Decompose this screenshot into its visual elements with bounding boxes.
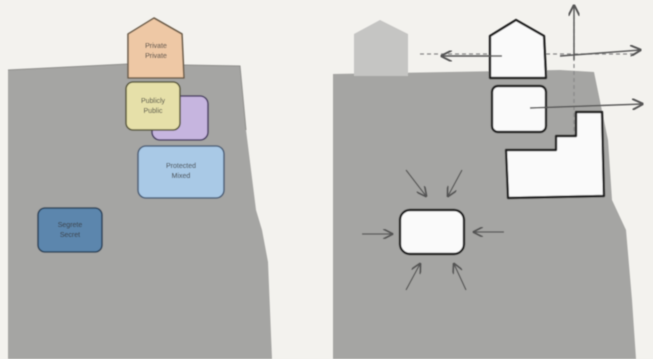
arrow-right <box>560 50 640 56</box>
tile-public: Publicly Public <box>126 82 180 130</box>
faded-house <box>354 20 408 76</box>
tile-private: Private Private <box>128 18 184 78</box>
tile-protected-line2: Mixed <box>172 173 191 180</box>
house-outline <box>490 20 546 78</box>
tile-protected: Protected Mixed <box>138 146 224 198</box>
tile-secret: Segrete Secret <box>38 208 102 252</box>
right-panel <box>333 6 642 359</box>
tile-public-line2: Public <box>143 108 163 115</box>
tile-private-line2: Private <box>145 53 167 60</box>
left-panel: Private Private Publicly Public Protecte… <box>8 18 272 359</box>
center-tile-outline <box>400 210 464 254</box>
square-outline <box>492 86 546 132</box>
tile-secret-line1: Segrete <box>58 222 83 229</box>
tile-private-line1: Private <box>145 43 167 50</box>
tile-protected-line1: Protected <box>166 163 196 170</box>
tile-public-line1: Publicly <box>141 98 166 105</box>
tile-secret-line2: Secret <box>60 232 80 239</box>
